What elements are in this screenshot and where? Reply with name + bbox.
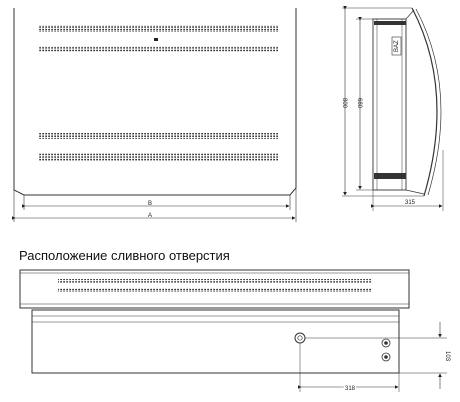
- drain-hole: [294, 332, 306, 344]
- center-mark: [154, 38, 158, 41]
- side-label-text: BAZ: [394, 40, 400, 52]
- bottom-grille-row-2: [38, 153, 279, 161]
- side-view: BAZ 800 680 315: [341, 6, 444, 211]
- drain-grille-row-1: [58, 279, 372, 283]
- drain-lower-body: [31, 309, 400, 374]
- bottom-grille-row-1: [38, 133, 279, 139]
- dimension-315-label: 315: [405, 200, 416, 206]
- dimension-103-label: 103: [444, 351, 450, 362]
- top-grille-row-2: [38, 46, 279, 52]
- dimension-680-label: 680: [356, 98, 362, 109]
- dimension-b-label: B: [148, 201, 152, 207]
- front-outline: [13, 8, 297, 196]
- drain-top-unit: [19, 269, 410, 309]
- dimension-800-label: 800: [341, 98, 347, 109]
- body-outline: [372, 18, 407, 191]
- drain-location-caption: Расположение сливного отверстия: [19, 248, 230, 263]
- dimension-318-label: 318: [345, 386, 356, 392]
- bracket-bottom: [374, 173, 406, 179]
- connector-top: [381, 338, 391, 348]
- top-grille-row-1: [38, 25, 279, 32]
- dimension-a-label: A: [148, 213, 152, 219]
- side-label-plate: [391, 36, 402, 56]
- connector-bottom: [381, 352, 391, 362]
- drain-view: 103 318: [19, 269, 450, 394]
- bracket-top: [374, 21, 406, 25]
- front-view: B A: [12, 8, 297, 222]
- drain-grille-row-2: [58, 288, 372, 292]
- curved-front-panel: [411, 7, 438, 197]
